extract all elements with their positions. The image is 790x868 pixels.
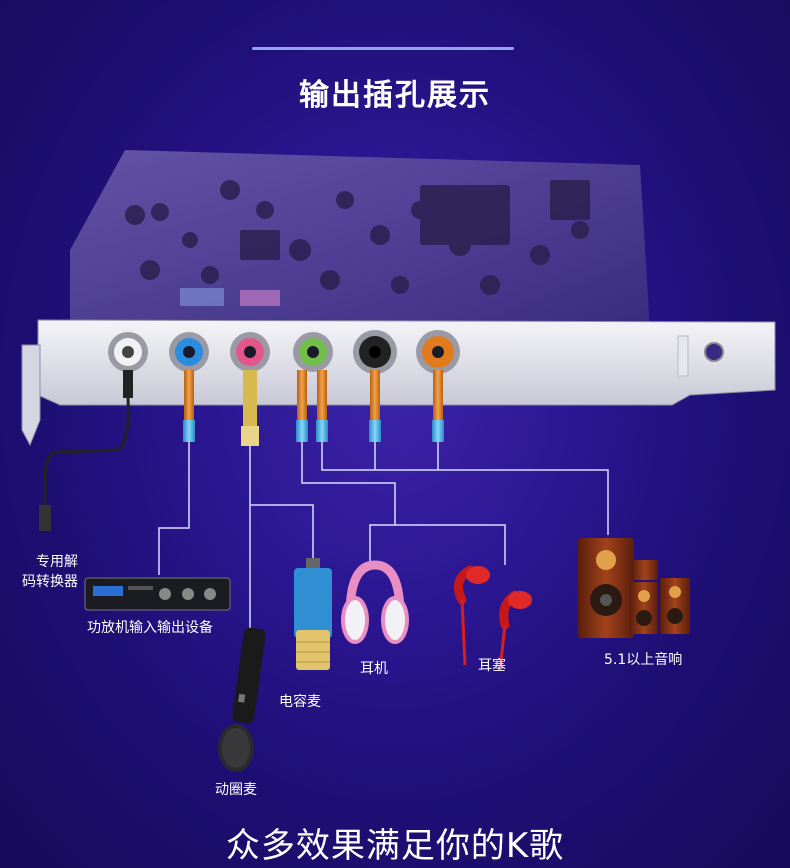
black-port: [353, 330, 397, 374]
amplifier-label: 功放机输入输出设备: [87, 620, 213, 636]
jack-plugs: [183, 370, 444, 446]
headphones-label: 耳机: [360, 661, 388, 677]
metal-bracket: [21, 319, 776, 447]
earphones-label: 耳塞: [478, 658, 506, 674]
white-port: [108, 332, 148, 372]
condenser-mic-device: [294, 558, 332, 670]
condenser-mic-label: 电容麦: [279, 694, 321, 710]
pink-port: [230, 332, 270, 372]
converter-label-line2: 码转换器: [22, 574, 78, 590]
headphones-device: [341, 560, 409, 644]
speakers-device: [578, 538, 690, 638]
pcb-board: [70, 150, 650, 330]
footer-slogan: 众多效果满足你的K歌: [225, 826, 565, 866]
optical-cable-plug: [39, 370, 133, 531]
converter-label-line1: 专用解: [36, 554, 78, 570]
amplifier-device: [84, 577, 231, 611]
dynamic-mic-device: [218, 627, 266, 772]
page-title: 输出插孔展示: [299, 78, 491, 113]
earphones-device: [453, 565, 532, 671]
connection-lines: [158, 442, 609, 630]
blue-port: [169, 332, 209, 372]
orange-port: [416, 330, 460, 374]
dynamic-mic-label: 动圈麦: [215, 782, 257, 798]
converter-label: 专用解 码转换器: [22, 552, 78, 592]
green-port: [293, 332, 333, 372]
title-decoration-line: [252, 47, 514, 50]
speakers-label: 5.1以上音响: [604, 652, 683, 668]
